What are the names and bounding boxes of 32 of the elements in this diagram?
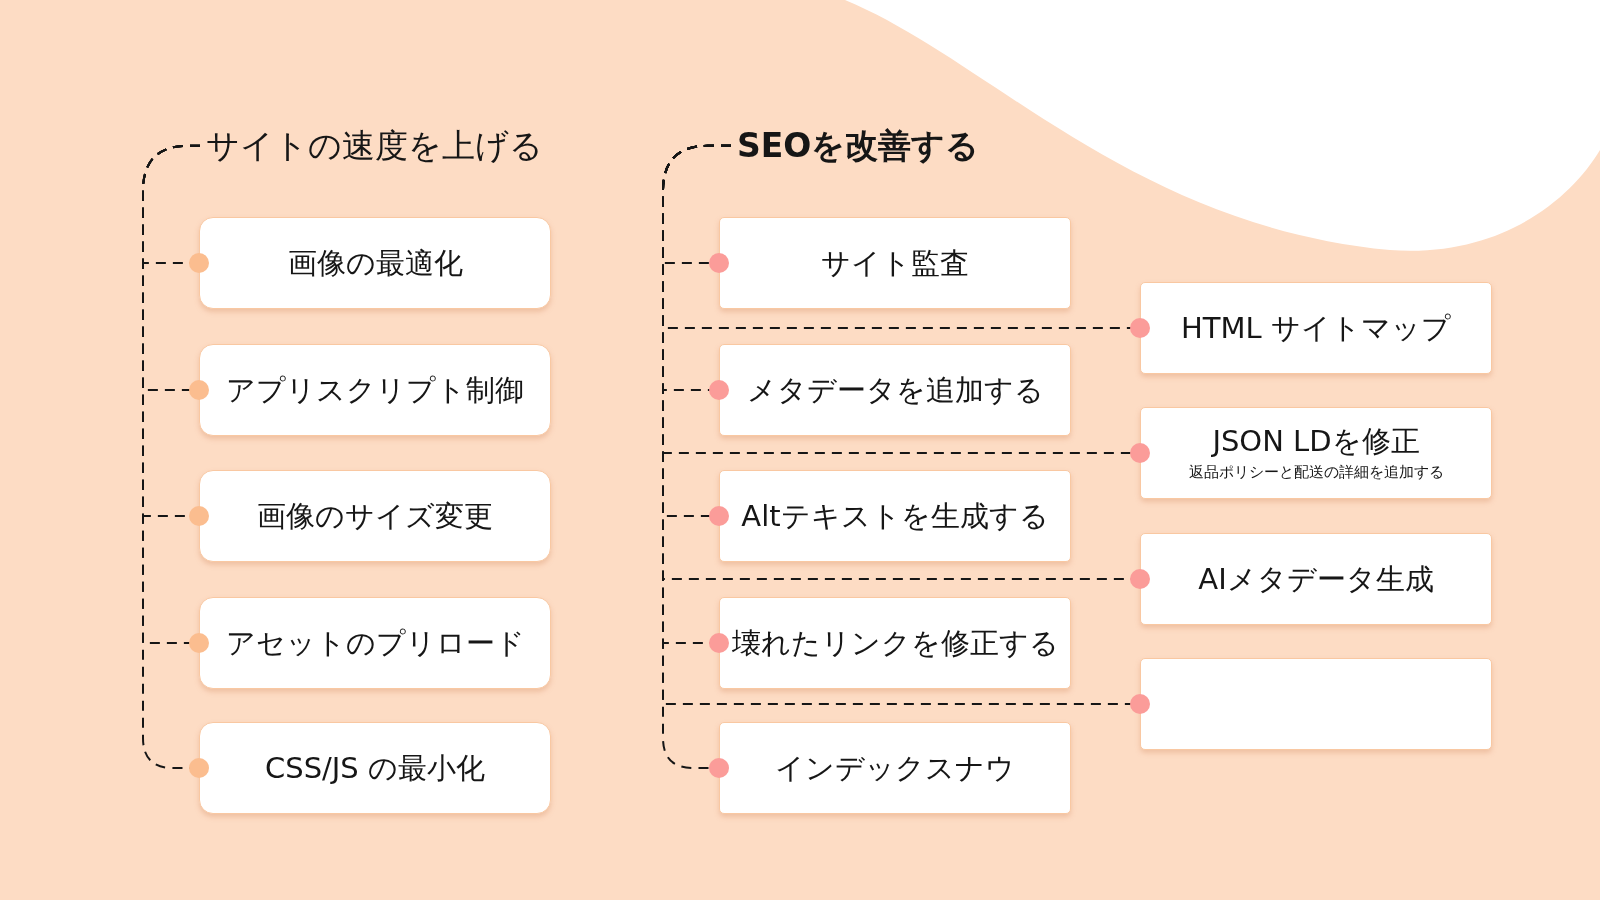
box-label: JSON LDを修正 bbox=[1212, 424, 1420, 459]
process-box bbox=[1140, 533, 1492, 625]
process-box bbox=[1140, 282, 1492, 374]
blank-box bbox=[1140, 658, 1492, 750]
process-box bbox=[199, 470, 551, 562]
process-box bbox=[719, 470, 1071, 562]
box-label: CSS/JS の最小化 bbox=[265, 750, 485, 786]
box-label: Altテキストを生成する bbox=[741, 498, 1049, 534]
sub-label: 返品ポリシーと配送の詳細を追加する bbox=[1188, 462, 1444, 482]
process-box bbox=[719, 722, 1071, 814]
dashed-connector bbox=[662, 144, 732, 778]
process-box bbox=[199, 597, 551, 689]
box-label: アセットのプリロード bbox=[225, 625, 525, 661]
box-label: 画像のサイズ変更 bbox=[257, 498, 493, 534]
process-box bbox=[719, 217, 1071, 309]
process-box bbox=[719, 597, 1071, 689]
box-label: HTML サイトマップ bbox=[1181, 310, 1451, 346]
box-label: 画像の最適化 bbox=[287, 245, 463, 281]
box-label: アプリスクリプト制御 bbox=[226, 372, 524, 408]
process-box bbox=[719, 344, 1071, 436]
dashed-connector bbox=[142, 144, 209, 778]
box-label: インデックスナウ bbox=[775, 750, 1015, 786]
box-label: AIメタデータ生成 bbox=[1198, 561, 1434, 597]
heading: サイトの速度を上げる bbox=[206, 126, 543, 166]
process-box bbox=[199, 344, 551, 436]
process-box bbox=[199, 217, 551, 309]
process-box bbox=[199, 722, 551, 814]
box-label: サイト監査 bbox=[821, 245, 969, 281]
box-label: メタデータを追加する bbox=[746, 372, 1044, 408]
process-box bbox=[1140, 407, 1492, 499]
box-label: 壊れたリンクを修正する bbox=[731, 625, 1059, 661]
heading: SEOを改善する bbox=[737, 126, 980, 166]
